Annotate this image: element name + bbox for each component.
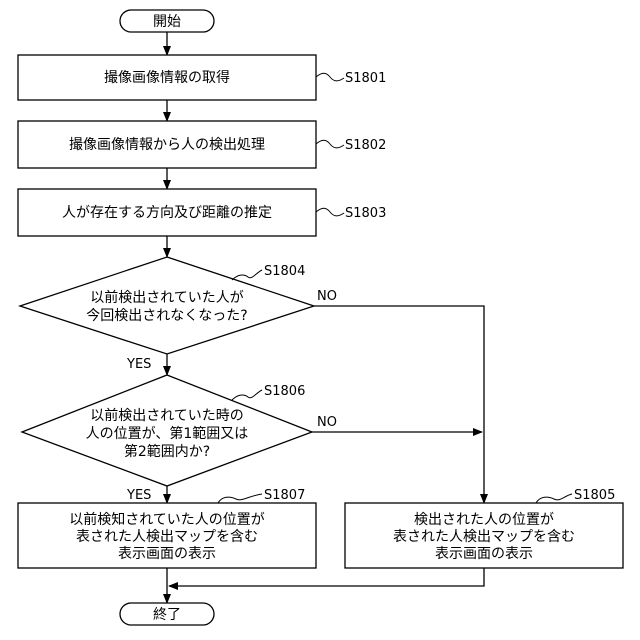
step-label-s1807: S1807	[264, 488, 305, 503]
step-leader-s1804	[232, 270, 262, 280]
start-terminal-label: 開始	[153, 14, 181, 30]
process-s1805-line-2: 表された人検出マップを含む	[393, 529, 575, 545]
decision-s1804-line-2: 今回検出されなくなった?	[86, 308, 247, 324]
step-label-s1801: S1801	[345, 71, 386, 86]
process-s1807-line-1: 以前検知されていた人の位置が	[69, 511, 265, 528]
process-s1807-line-3: 表示画面の表示	[118, 546, 216, 562]
branch-label-s1806-no: NO	[317, 415, 337, 430]
end-terminal-label: 終了	[153, 607, 181, 623]
process-s1807-line-2: 表された人検出マップを含む	[76, 529, 258, 545]
process-s1802-label: 撮像画像情報から人の検出処理	[69, 136, 265, 153]
step-label-s1804: S1804	[264, 264, 305, 279]
step-leader-s1806	[232, 390, 262, 400]
step-label-s1803: S1803	[345, 206, 386, 221]
step-label-s1806: S1806	[264, 384, 305, 399]
branch-label-s1804-yes: YES	[126, 357, 151, 372]
step-leader-s1807	[218, 494, 262, 503]
branch-label-s1804-no: NO	[317, 289, 337, 304]
process-s1805-line-3: 表示画面の表示	[435, 546, 533, 562]
step-leader-s1802	[316, 140, 344, 148]
step-leader-s1805	[536, 494, 572, 503]
process-s1803-label: 人が存在する方向及び距離の推定	[62, 204, 272, 221]
decision-s1806-line-2: 人の位置が、第1範囲又は	[86, 425, 249, 442]
decision-s1806-line-3: 第2範囲内か?	[124, 443, 210, 460]
step-label-s1802: S1802	[345, 138, 386, 153]
step-label-s1805: S1805	[574, 488, 615, 503]
step-leader-s1801	[316, 73, 344, 81]
decision-s1804-line-1: 以前検出されていた人が	[90, 289, 244, 306]
decision-s1806-line-1: 以前検出されていた時の	[90, 407, 244, 424]
process-s1801-label: 撮像画像情報の取得	[104, 69, 230, 86]
connector-s1805-merge	[169, 568, 484, 586]
branch-label-s1806-yes: YES	[126, 488, 151, 503]
process-s1805-line-1: 検出された人の位置が	[414, 512, 554, 528]
step-leader-s1803	[316, 208, 344, 216]
connector-s1804-no-s1805	[314, 306, 484, 503]
